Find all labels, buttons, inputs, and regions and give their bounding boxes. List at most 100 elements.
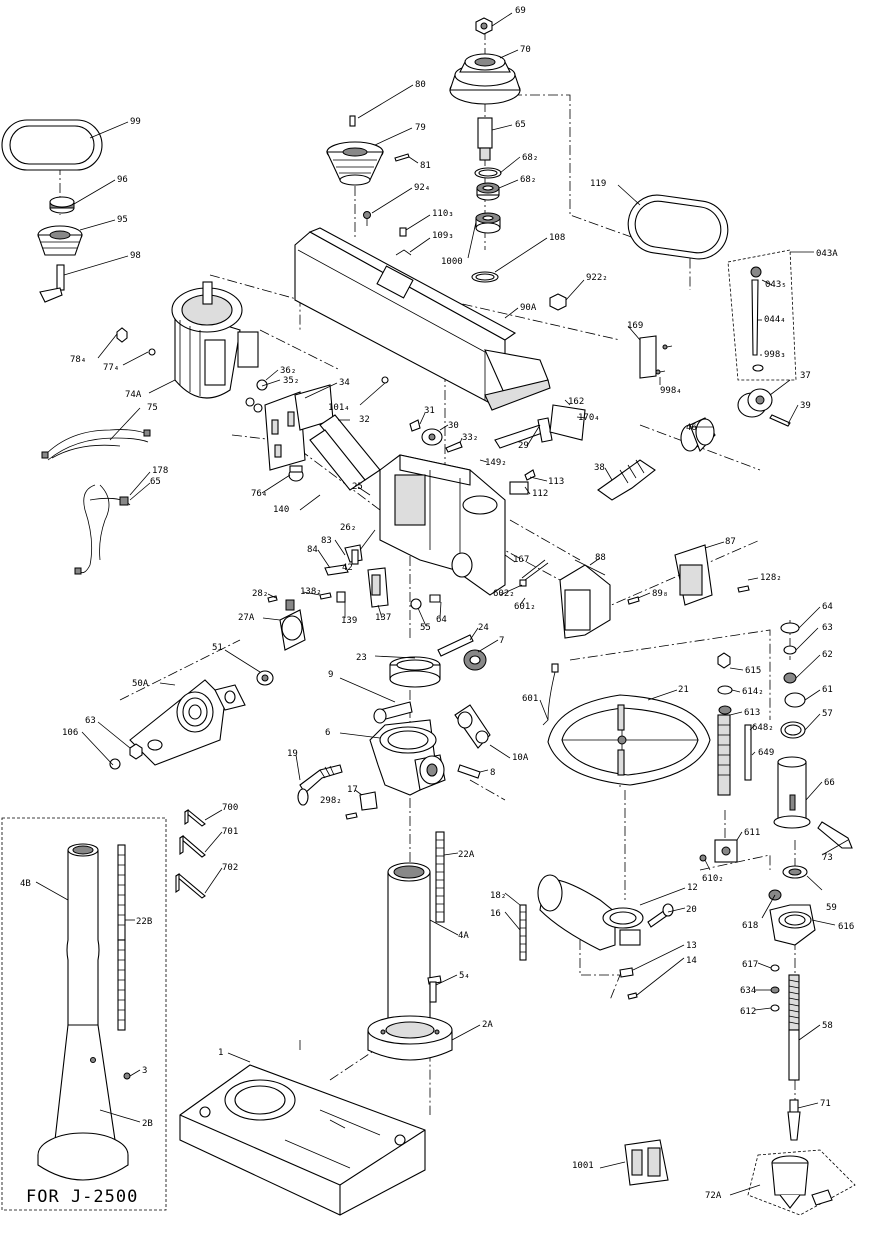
plate-169 xyxy=(639,335,673,379)
callout-label-63b: 63 xyxy=(85,716,96,726)
switch-bracket-1001 xyxy=(624,1139,669,1186)
callout-label-044: 044₄ xyxy=(764,315,786,325)
callout-label-6022: 602₂ xyxy=(493,589,515,599)
callout-label-74A: 74A xyxy=(125,390,142,400)
callout-label-23: 23 xyxy=(356,653,367,663)
callout-label-66: 66 xyxy=(824,778,835,788)
column-4A xyxy=(387,862,431,1043)
switch-87 xyxy=(674,544,713,606)
screw-139-138 xyxy=(319,591,346,603)
handle-19 xyxy=(297,764,343,806)
callout-label-77: 77₄ xyxy=(103,363,119,373)
callout-label-998b: 998₄ xyxy=(660,386,682,396)
callout-label-10A: 10A xyxy=(512,753,529,763)
head-casting xyxy=(379,454,506,596)
callout-label-4B: 4B xyxy=(20,879,31,889)
callout-label-3: 3 xyxy=(142,1066,147,1076)
belt-guard-90A xyxy=(294,227,551,411)
spindle-65 xyxy=(477,117,493,161)
callout-label-29: 29 xyxy=(518,441,529,451)
gear-7 xyxy=(463,649,487,671)
callout-label-27A: 27A xyxy=(238,613,255,623)
callout-label-62: 62 xyxy=(822,650,833,660)
callout-label-69: 69 xyxy=(515,6,526,16)
callout-label-34: 34 xyxy=(339,378,350,388)
bearing-96 xyxy=(49,196,75,214)
callout-label-119: 119 xyxy=(590,179,606,189)
callout-label-18: 18₂ xyxy=(490,891,506,901)
callout-label-61: 61 xyxy=(822,685,833,695)
callout-label-618: 618 xyxy=(742,921,758,931)
shaft-29 xyxy=(494,417,553,449)
callout-label-14: 14 xyxy=(686,956,697,966)
callout-label-139: 139 xyxy=(341,616,357,626)
j2500-inset xyxy=(1,817,167,1211)
callout-label-149: 149₂ xyxy=(485,458,507,468)
callout-label-55: 55 xyxy=(420,623,431,633)
callout-label-92: 92₄ xyxy=(414,183,430,193)
bracket-17 xyxy=(345,791,378,820)
screw-92 xyxy=(363,211,371,226)
drive-belt-99 xyxy=(1,119,103,171)
callout-label-31: 31 xyxy=(424,406,435,416)
callout-label-80: 80 xyxy=(415,80,426,90)
callout-label-616: 616 xyxy=(838,922,854,932)
callout-label-649: 649 xyxy=(758,748,774,758)
rack-22A xyxy=(435,831,445,923)
collar-616-618 xyxy=(768,865,816,946)
handle-9 xyxy=(373,701,413,724)
set-screw-81 xyxy=(394,153,410,162)
callout-label-043A: 043A xyxy=(816,249,838,259)
callout-label-6012: 601₂ xyxy=(514,602,536,612)
callout-label-46: 46 xyxy=(686,423,697,433)
wrench-73 xyxy=(817,821,853,849)
callout-label-70: 70 xyxy=(520,45,531,55)
callout-label-1: 1 xyxy=(218,1048,223,1058)
callout-label-4A: 4A xyxy=(458,931,469,941)
callout-label-98: 98 xyxy=(130,251,141,261)
spring-cap-109-110 xyxy=(395,227,412,256)
callout-label-9: 9 xyxy=(328,670,333,680)
callout-label-89: 89₈ xyxy=(652,589,668,599)
callout-label-140: 140 xyxy=(273,505,289,515)
inset-caption: FOR J-2500 xyxy=(26,1187,138,1207)
callout-label-83: 83 xyxy=(321,536,332,546)
quill-66 xyxy=(773,756,811,829)
crank-10A xyxy=(454,704,491,749)
callout-label-33: 33₂ xyxy=(462,433,478,443)
spring-51 xyxy=(256,670,274,686)
callout-label-71: 71 xyxy=(820,1099,831,1109)
callout-label-1001: 1001 xyxy=(572,1161,594,1171)
handle-assembly-043A xyxy=(727,249,797,381)
callout-label-113: 113 xyxy=(548,477,564,487)
spindle-parts-615-613 xyxy=(717,652,752,796)
pulley-shaft-38 xyxy=(597,459,656,501)
table-21 xyxy=(547,694,711,786)
callout-label-615: 615 xyxy=(745,666,761,676)
callout-label-101: 101₄ xyxy=(328,403,350,413)
callout-label-28: 28₂ xyxy=(252,589,268,599)
callout-label-2B: 2B xyxy=(142,1119,153,1129)
sleeve-46 xyxy=(680,417,716,453)
callout-label-6: 6 xyxy=(325,728,330,738)
nut-63-106 xyxy=(109,743,143,770)
base-1 xyxy=(179,1064,426,1216)
screws-31-33 xyxy=(409,419,463,453)
rack-16-18 xyxy=(519,904,527,961)
motor-switch-27A xyxy=(267,595,306,651)
callout-label-1000: 1000 xyxy=(441,257,463,267)
shafts-32-140 xyxy=(309,376,389,491)
arbor-71 xyxy=(787,1099,801,1141)
callout-label-700: 700 xyxy=(222,803,238,813)
callout-label-22A: 22A xyxy=(458,850,475,860)
callout-label-612: 612 xyxy=(740,1007,756,1017)
callout-label-19: 19 xyxy=(287,749,298,759)
callout-label-32: 32 xyxy=(359,415,370,425)
callout-label-75: 75 xyxy=(147,403,158,413)
callout-label-2A: 2A xyxy=(482,1020,493,1030)
callout-label-167: 167 xyxy=(513,555,529,565)
callout-label-37: 37 xyxy=(800,371,811,381)
handle-20 xyxy=(647,903,674,928)
